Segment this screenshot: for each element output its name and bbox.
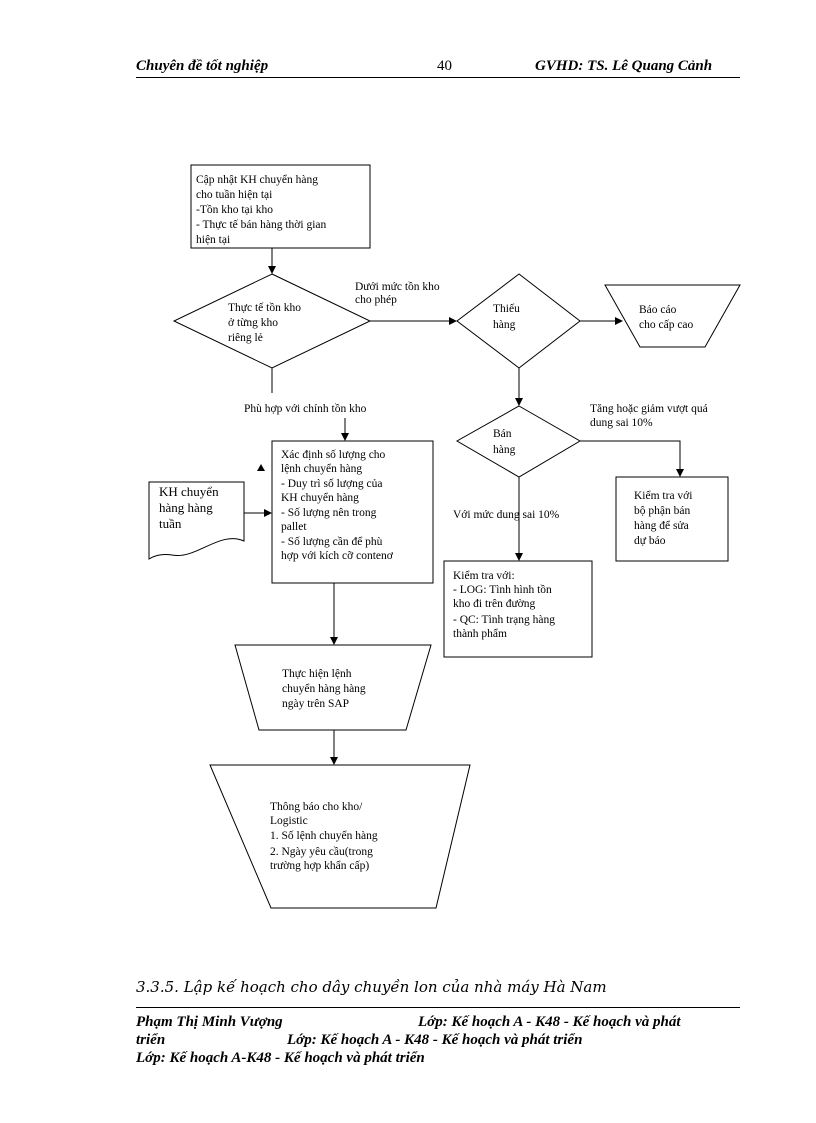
small-triangle-marker bbox=[257, 464, 265, 471]
footer-author: Phạm Thị Minh Vượng bbox=[136, 1014, 283, 1030]
shortage-text: Thiếu hàng bbox=[493, 302, 523, 331]
header-rule bbox=[136, 77, 740, 78]
check-sales-text: Kiểm tra với bộ phận bán hàng để sửa dự … bbox=[634, 489, 695, 547]
update-plan-text: Cập nhật KH chuyển hàng cho tuần hiện tạ… bbox=[196, 173, 329, 246]
fits-stock-label: Phù hợp với chính tồn kho bbox=[244, 402, 367, 415]
actual-stock-text: Thực tế tồn kho ở từng kho riêng lẻ bbox=[228, 301, 304, 344]
footer-class-2: Lớp: Kế hoạch A - K48 - Kế hoạch và phát… bbox=[287, 1032, 583, 1048]
check-sales-box bbox=[615, 476, 729, 562]
notify-logistic-text: Thông báo cho kho/ Logistic 1. Số lệnh c… bbox=[270, 801, 381, 872]
below-min-label: Dưới mức tồn kho cho phép bbox=[355, 280, 443, 306]
footer-class-3: Lớp: Kế hoạch A-K48 - Kế hoạch và phát t… bbox=[136, 1050, 425, 1066]
weekly-plan-document bbox=[148, 481, 245, 560]
shortage-diamond bbox=[456, 273, 581, 369]
section-heading: 3.3.5. Lập kế hoạch cho dây chuyền lon c… bbox=[136, 978, 607, 996]
arrow-sales-to-check-sales bbox=[580, 440, 684, 477]
over-tolerance-label: Tăng hoặc giảm vượt quá dung sai 10% bbox=[590, 403, 711, 429]
determine-quantity-box bbox=[271, 440, 434, 584]
notify-logistic-trapezoid bbox=[209, 764, 471, 909]
sales-text: Bán hàng bbox=[493, 428, 516, 456]
within-tolerance-label: Với mức dung sai 10% bbox=[453, 509, 560, 521]
header-title: Chuyên đề tốt nghiệp bbox=[136, 58, 269, 74]
determine-quantity-text: Xác định số lượng cho lệnh chuyển hàng -… bbox=[281, 448, 394, 562]
footer-rule bbox=[136, 1007, 740, 1008]
report-management-text: Báo cáo cho cấp cao bbox=[639, 304, 694, 331]
check-log-qc-box bbox=[443, 560, 593, 658]
sales-diamond bbox=[455, 405, 581, 478]
execute-order-trapezoid bbox=[234, 644, 432, 731]
report-management-shape bbox=[604, 284, 741, 348]
footer-continuation: triển bbox=[136, 1032, 166, 1048]
header-supervisor: GVHD: TS. Lê Quang Cảnh bbox=[535, 58, 713, 74]
page-number: 40 bbox=[437, 58, 452, 74]
weekly-plan-text: KH chuyển hàng hàng tuần bbox=[159, 484, 222, 531]
footer-class-1: Lớp: Kế hoạch A - K48 - Kế hoạch và phát bbox=[418, 1014, 681, 1030]
update-plan-box bbox=[190, 164, 371, 249]
check-log-qc-text: Kiểm tra với: - LOG: Tình hình tồn kho đ… bbox=[453, 569, 558, 640]
execute-order-text: Thực hiện lệnh chuyển hàng hàng ngày trê… bbox=[282, 668, 369, 710]
